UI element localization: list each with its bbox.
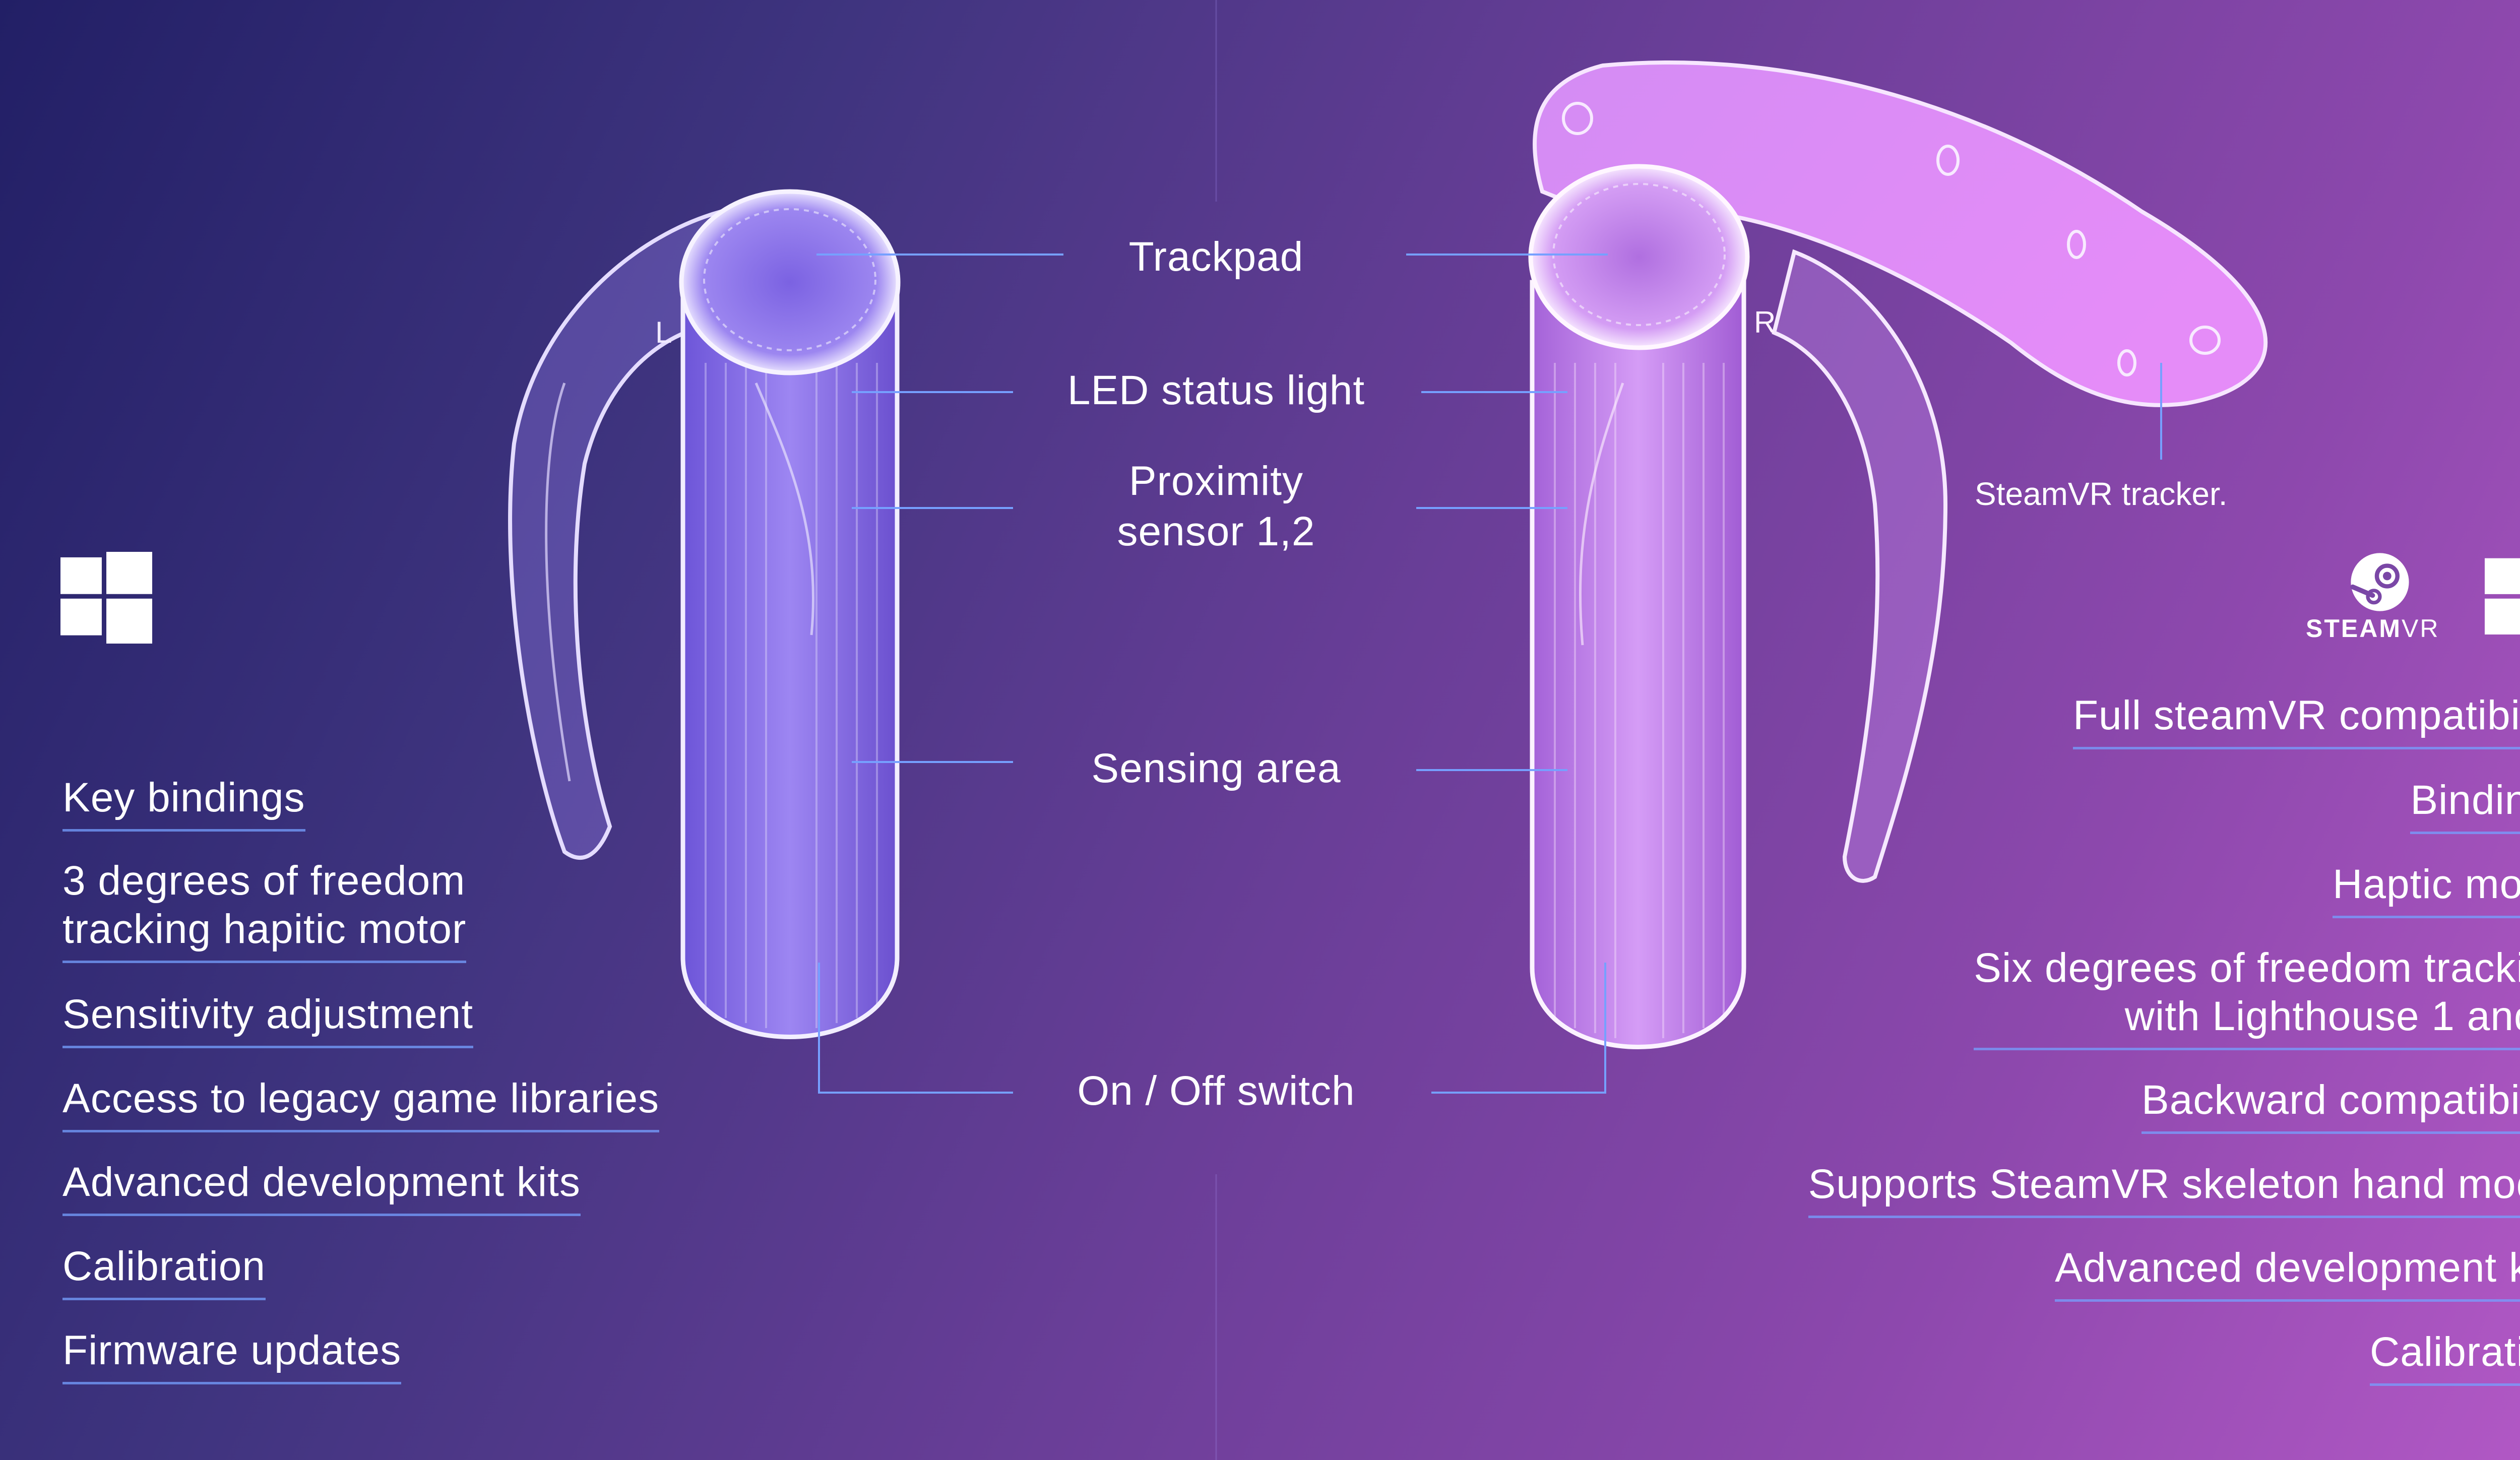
callout-switch: On / Off switch bbox=[1077, 1068, 1355, 1114]
tracker-label: SteamVR tracker. bbox=[1975, 476, 2228, 512]
left-feature-3dof: 3 degrees of freedom tracking hapitic mo… bbox=[62, 857, 467, 963]
left-feature-dev-kits: Advanced development kits bbox=[62, 1158, 581, 1216]
right-feature-haptic: Haptic motor bbox=[2333, 860, 2520, 918]
left-feature-calibration: Calibration bbox=[62, 1242, 266, 1300]
right-feature-dev-kits: Advanced development kits bbox=[2055, 1244, 2520, 1302]
right-feature-bindings: Bindings bbox=[2410, 776, 2520, 834]
steamvr-logo-suffix: VR bbox=[2402, 614, 2440, 643]
right-leader-lines bbox=[1406, 253, 2162, 1094]
right-feature-skeleton: Supports SteamVR skeleton hand model bbox=[1808, 1160, 2520, 1218]
callout-sensing: Sensing area bbox=[1091, 745, 1341, 791]
right-feature-backward-compat: Backward compatibility bbox=[2141, 1076, 2520, 1134]
steamvr-logo-brand: STEAM bbox=[2306, 614, 2402, 643]
callout-led: LED status light bbox=[1067, 367, 1365, 413]
svg-text:R: R bbox=[1754, 305, 1776, 339]
steam-icon bbox=[2350, 553, 2409, 611]
left-feature-sensitivity: Sensitivity adjustment bbox=[62, 990, 474, 1048]
right-controller: R bbox=[1528, 60, 2268, 1049]
left-feature-key-bindings: Key bindings bbox=[62, 774, 305, 832]
left-feature-firmware: Firmware updates bbox=[62, 1326, 402, 1384]
callout-proximity: Proximity sensor 1,2 bbox=[1117, 458, 1315, 554]
left-leader-lines bbox=[816, 253, 1063, 1094]
left-feature-legacy-libraries: Access to legacy game libraries bbox=[62, 1074, 660, 1132]
left-controller: L bbox=[508, 189, 901, 1039]
callout-trackpad: Trackpad bbox=[1128, 234, 1304, 280]
windows-icon bbox=[60, 552, 152, 644]
steamvr-logo: STEAMVR bbox=[2306, 614, 2439, 643]
svg-text:L: L bbox=[655, 315, 672, 349]
right-feature-6dof: Six degrees of freedom tracking with Lig… bbox=[1974, 944, 2520, 1050]
right-feature-steamvr-compat: Full steamVR compatibility bbox=[2072, 691, 2520, 749]
right-feature-calibration: Calibration bbox=[2370, 1328, 2520, 1386]
windows-icon bbox=[2485, 558, 2520, 634]
